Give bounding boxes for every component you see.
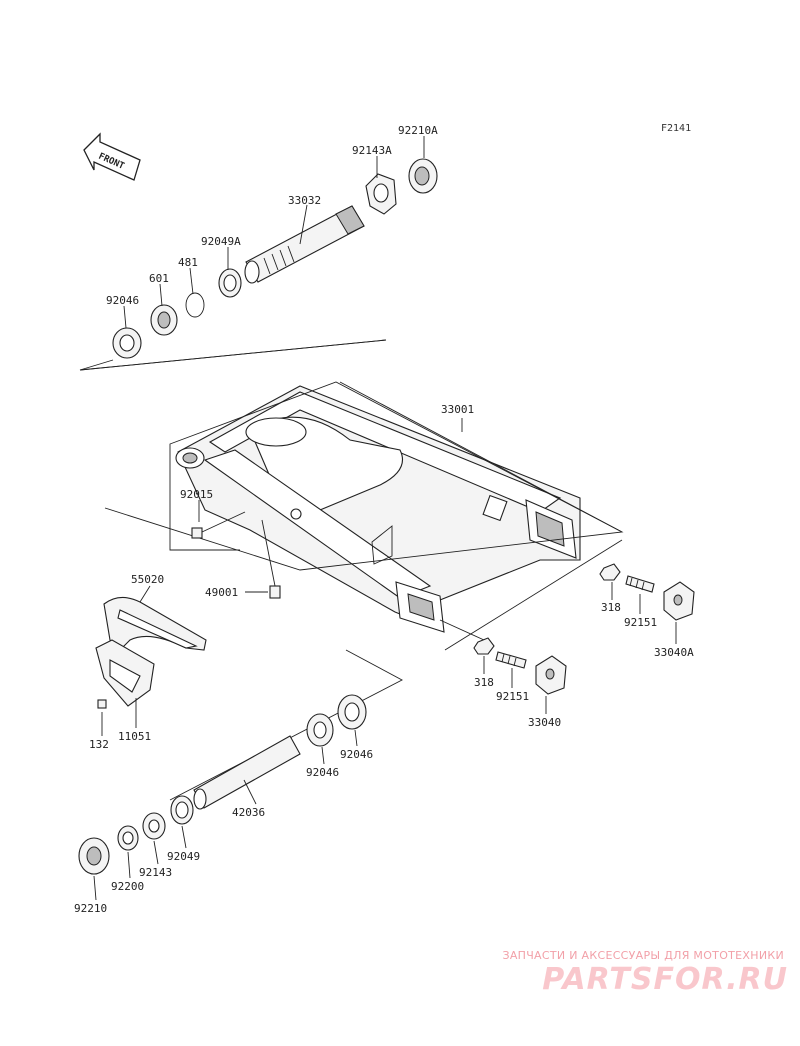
watermark-logo: PARTSFOR.RU <box>542 962 788 997</box>
callout-33001: 33001 <box>441 403 474 416</box>
callout-33040A: 33040A <box>654 646 694 659</box>
part-11051-guard <box>95 639 155 707</box>
callout-132: 132 <box>89 738 109 751</box>
callout-33040: 33040 <box>528 716 561 729</box>
callout-92143A: 92143A <box>352 144 392 157</box>
leader-42036 <box>243 779 257 805</box>
callout-92210A: 92210A <box>398 124 438 137</box>
part-92015-bolt <box>191 511 246 539</box>
bracket-line-swingarm-lower <box>444 539 623 651</box>
callout-92151-mid: 92151 <box>496 690 529 703</box>
part-92046-needle-bearing-left <box>306 713 334 747</box>
leader-92046-top <box>123 305 127 329</box>
callout-92046-top: 92046 <box>106 294 139 307</box>
part-42036-sleeve <box>193 735 301 810</box>
part-92151-bolt-right <box>625 575 655 593</box>
part-92210A-cap <box>408 158 438 194</box>
part-33032-pivot-shaft <box>244 205 365 284</box>
watermark-tagline: ЗАПЧАСТИ И АКСЕССУАРЫ ДЛЯ МОТОТЕХНИКИ <box>502 949 784 962</box>
callout-318-right: 318 <box>601 601 621 614</box>
callout-33032: 33032 <box>288 194 321 207</box>
callout-601: 601 <box>149 272 169 285</box>
group-bracket-swingarm <box>104 381 624 571</box>
part-49001-grease-fitting <box>261 519 281 599</box>
bracket-tick <box>79 359 114 371</box>
callout-92046-l: 92046 <box>306 766 339 779</box>
callout-92015: 92015 <box>180 488 213 501</box>
part-92210-cap <box>78 837 110 875</box>
part-92049A-seal <box>218 268 242 298</box>
leader-601 <box>159 283 163 307</box>
part-601-bearing <box>150 304 178 336</box>
leader-92049 <box>181 825 187 849</box>
callout-49001: 49001 <box>205 586 238 599</box>
callout-11051: 11051 <box>118 730 151 743</box>
figure-id: F2141 <box>661 123 691 134</box>
callout-55020: 55020 <box>131 573 164 586</box>
leader-33032 <box>299 204 308 245</box>
callout-42036: 42036 <box>232 806 265 819</box>
part-132-screw <box>97 699 107 709</box>
leader-481 <box>189 267 194 295</box>
callout-481: 481 <box>178 256 198 269</box>
callout-92210: 92210 <box>74 902 107 915</box>
leader-92200 <box>127 851 131 879</box>
part-92049-seal <box>170 795 194 825</box>
part-92143-collar <box>142 812 166 840</box>
leader-92210 <box>93 875 97 901</box>
part-33040A-adjuster-right <box>663 581 695 621</box>
bracket-line-swingarm-right <box>339 381 623 533</box>
part-33040-adjuster-mid <box>535 655 567 695</box>
part-481-circlip <box>185 292 205 318</box>
part-92046-needle-bearing-top <box>112 327 142 359</box>
group-bracket-line-top-b <box>79 339 387 371</box>
part-92046-needle-bearing-right <box>337 694 367 730</box>
part-55020-chain-slider <box>103 596 207 651</box>
callout-92143: 92143 <box>139 866 172 879</box>
callout-92049A: 92049A <box>201 235 241 248</box>
front-arrow-icon: FRONT <box>83 132 141 181</box>
callout-92049: 92049 <box>167 850 200 863</box>
leader-92143 <box>153 840 159 865</box>
callout-92200: 92200 <box>111 880 144 893</box>
part-92200-washer <box>117 825 139 851</box>
leader-92046-l <box>321 746 325 765</box>
callout-318-mid: 318 <box>474 676 494 689</box>
leader-92046-r <box>354 729 358 747</box>
callout-92046-r: 92046 <box>340 748 373 761</box>
callout-92151-right: 92151 <box>624 616 657 629</box>
part-92143A-collar <box>365 173 397 215</box>
part-318-nut-mid <box>473 637 495 655</box>
part-318-nut-right <box>599 563 621 581</box>
bracket-line-mid-adjuster <box>439 619 485 641</box>
group-bracket-lower <box>169 649 403 801</box>
part-92151-bolt-mid <box>495 651 527 669</box>
leader-55020 <box>139 585 151 603</box>
